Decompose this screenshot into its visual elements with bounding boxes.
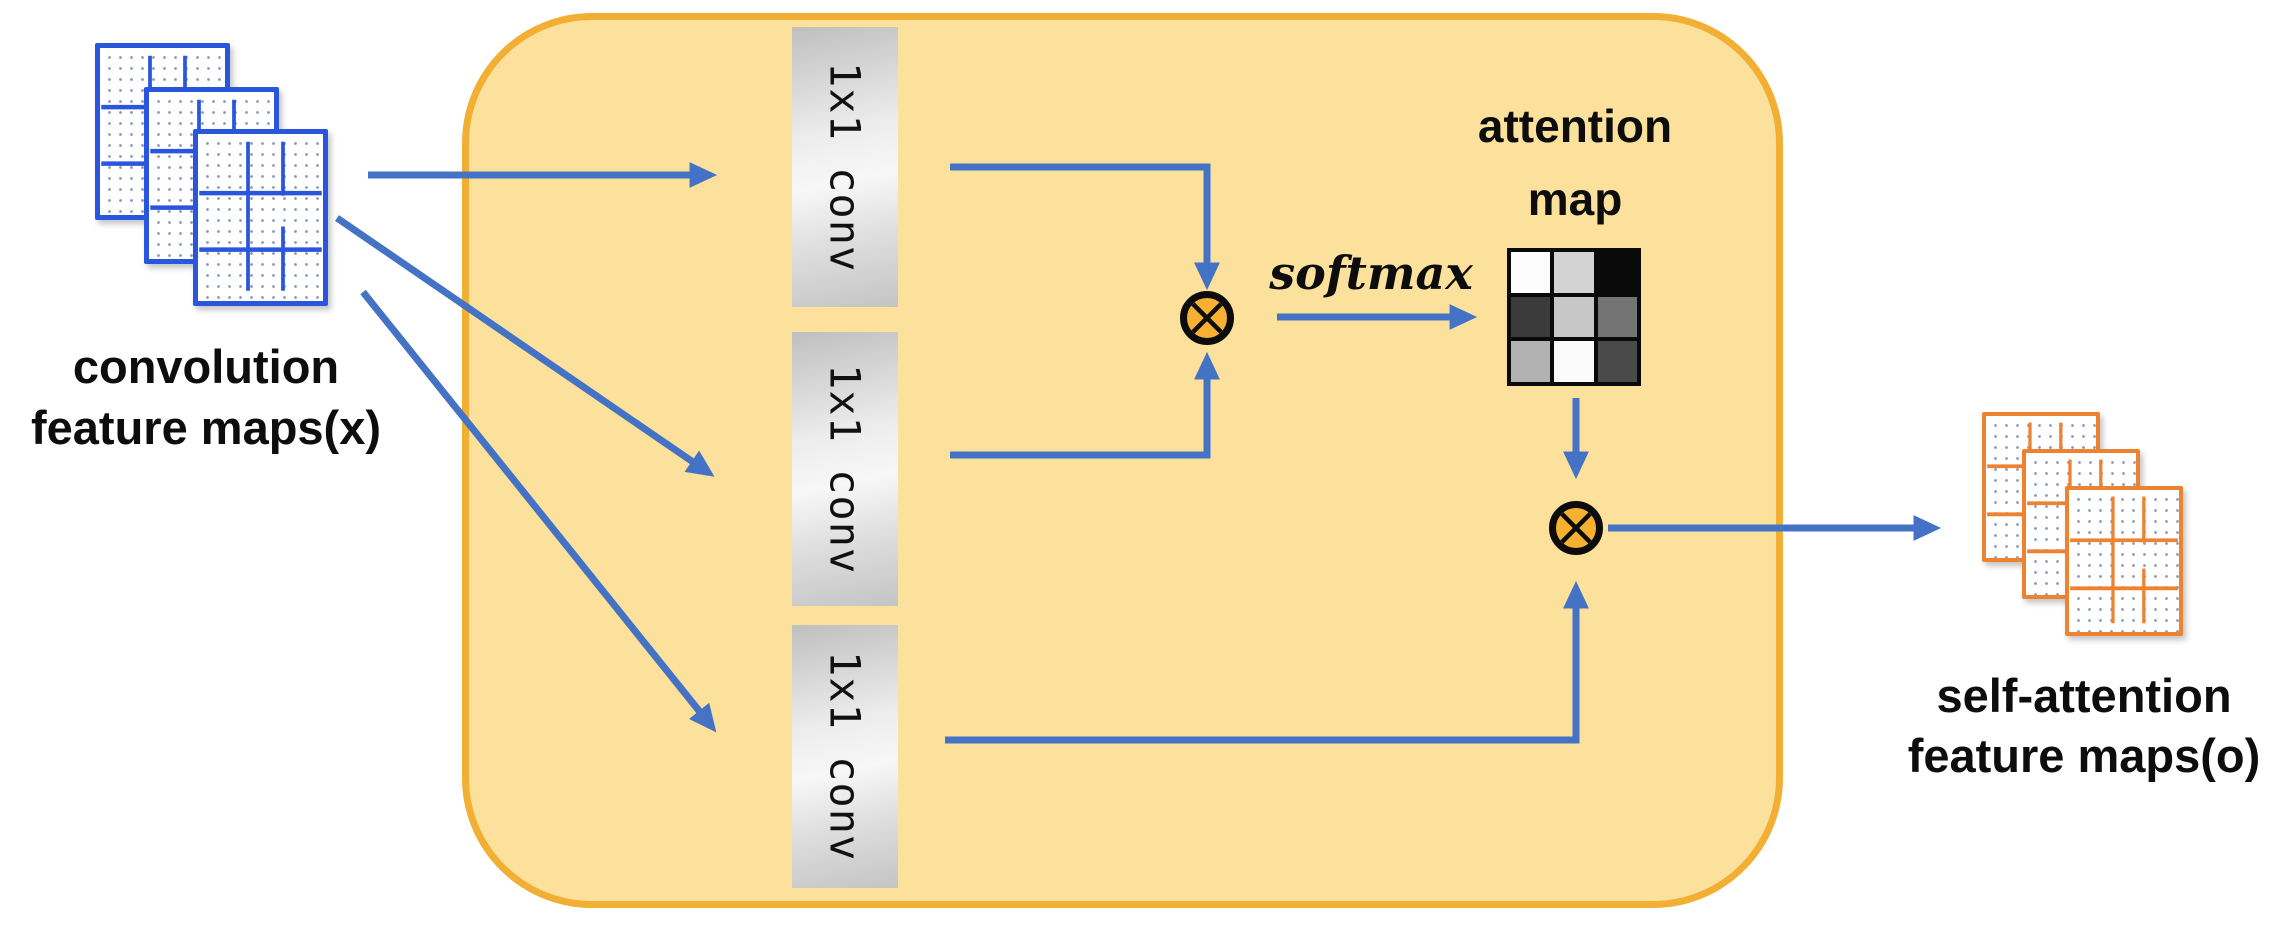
conv-box-label: 1x1 conv — [820, 651, 870, 862]
conv-box-label: 1x1 conv — [820, 363, 870, 575]
matmul-operator-1 — [1177, 288, 1237, 348]
softmax-label: softmax — [1269, 246, 1473, 300]
attention-map-cell — [1554, 252, 1594, 293]
output-label-line2: feature maps(o) — [1907, 729, 2261, 782]
conv-box-label: 1x1 conv — [820, 61, 870, 273]
attention-map-cell — [1511, 252, 1551, 293]
output-feature-maps-label: self-attention feature maps(o) — [1888, 666, 2278, 786]
conv-1x1-box-value: 1x1 conv — [792, 625, 898, 888]
feature-map-grid-lines — [2070, 496, 2178, 624]
attention-map-cell — [1597, 252, 1637, 293]
output-feature-map-icon — [2065, 486, 2183, 636]
input-label-line2: feature maps(x) — [31, 401, 381, 454]
attention-map-label: attention map — [1425, 90, 1725, 236]
circled-times-icon — [1549, 501, 1603, 555]
attention-map-cell — [1554, 341, 1594, 382]
attention-label-line2: map — [1527, 173, 1623, 225]
attention-map-cell — [1597, 341, 1637, 382]
attention-map-cell — [1597, 296, 1637, 338]
feature-map-grid-lines — [199, 141, 322, 291]
attention-map-cell — [1511, 296, 1551, 338]
attention-map-grid — [1507, 248, 1641, 386]
conv-1x1-box-key: 1x1 conv — [792, 332, 898, 606]
input-feature-maps-label: convolution feature maps(x) — [6, 336, 406, 458]
circled-times-icon — [1180, 291, 1234, 345]
attention-label-line1: attention — [1477, 100, 1673, 152]
attention-map-cell — [1554, 296, 1594, 338]
output-label-line1: self-attention — [1936, 669, 2232, 722]
conv-1x1-box-query: 1x1 conv — [792, 27, 898, 307]
input-label-line1: convolution — [72, 340, 340, 393]
matmul-operator-2 — [1546, 498, 1606, 558]
attention-map-cell — [1511, 341, 1551, 382]
input-feature-map-icon — [193, 129, 328, 306]
